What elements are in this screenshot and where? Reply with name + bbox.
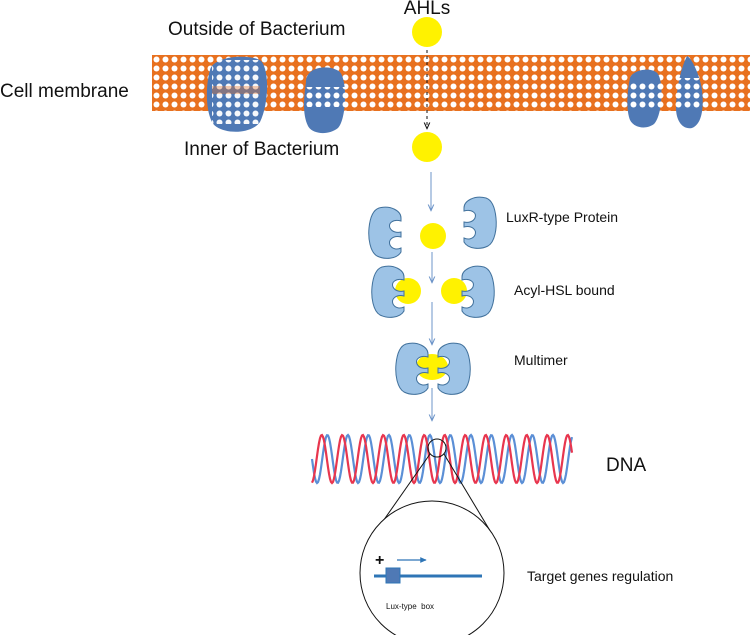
ahl-molecule-icon: [412, 132, 442, 162]
ahl-molecule-icon: [416, 354, 448, 380]
luxr-protein-icon: [437, 342, 471, 395]
zoom-marker-icon: [427, 438, 447, 458]
ahl-molecule-icon: [441, 278, 467, 304]
membrane-channel-icon: [206, 56, 268, 132]
zoom-line: [443, 453, 493, 535]
ahl-molecule-icon: [420, 223, 446, 249]
acyl-hsl-label: Acyl-HSL bound: [514, 282, 615, 298]
luxr-protein-icon: [463, 196, 497, 249]
luxr-protein-icon: [368, 206, 402, 259]
membrane-channel-icon: [676, 56, 703, 129]
cell-membrane-label: Cell membrane: [0, 81, 129, 102]
dna-strand: [310, 433, 574, 485]
luxr-protein-icon: [395, 342, 429, 395]
ahls-label: AHLs: [404, 0, 450, 19]
dna-helix-icon: [310, 433, 574, 485]
ahl-molecule-icon: [412, 17, 442, 47]
membrane-channel-icon: [627, 69, 662, 128]
multimer-label: Multimer: [514, 352, 568, 368]
membrane-channel-icon: [304, 67, 346, 134]
luxr-protein-icon: [461, 265, 495, 318]
plus-sign: +: [375, 552, 384, 569]
luxr-label: LuxR-type Protein: [506, 209, 618, 225]
lux-box-label: Lux-type box: [386, 602, 434, 611]
outside-label: Outside of Bacterium: [168, 19, 345, 40]
magnifier-circle-icon: [359, 500, 505, 635]
lux-box-icon: [385, 567, 401, 584]
luxr-protein-icon: [371, 265, 405, 318]
target-genes-label: Target genes regulation: [527, 568, 673, 584]
dna-label: DNA: [606, 455, 646, 476]
inner-label: Inner of Bacterium: [184, 139, 339, 160]
ahl-molecule-icon: [395, 278, 421, 304]
